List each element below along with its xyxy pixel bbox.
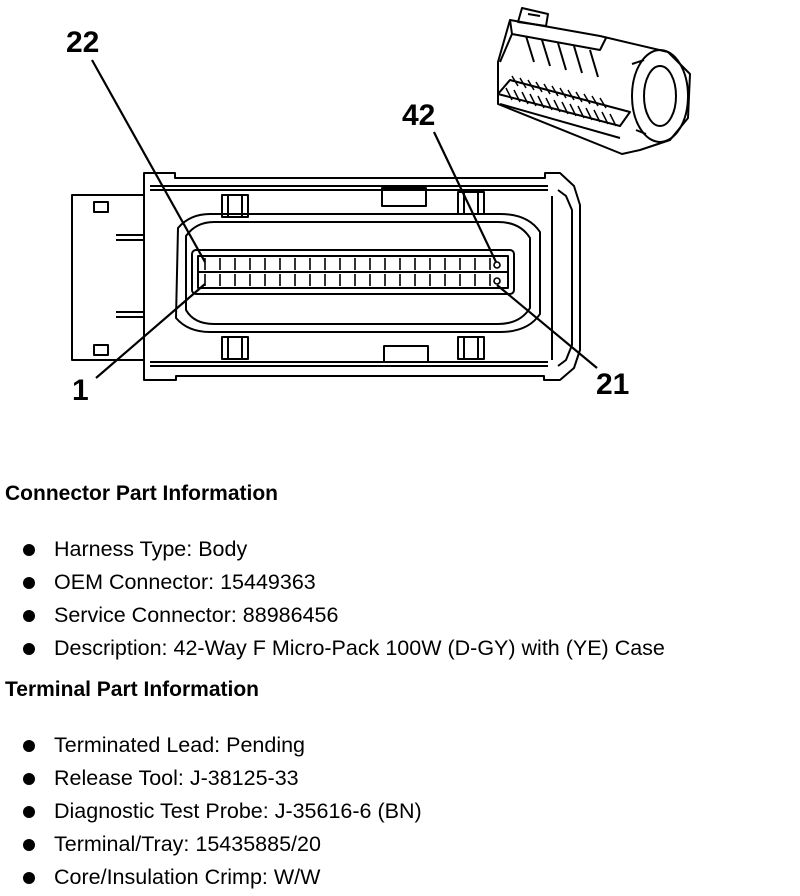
list-item: Harness Type: Body <box>0 533 665 566</box>
connector-diagram: 22 42 1 21 <box>66 7 691 407</box>
connector-info-list: Harness Type: Body OEM Connector: 154493… <box>0 533 665 665</box>
callout-pin-1: 1 <box>72 374 89 407</box>
callout-pin-42: 42 <box>402 99 435 132</box>
list-item: Terminal/Tray: 15435885/20 <box>0 828 422 861</box>
terminal-fins <box>505 75 617 127</box>
list-item: Terminated Lead: Pending <box>0 729 422 762</box>
connector-info-title: Connector Part Information <box>5 482 279 505</box>
list-item: Core/Insulation Crimp: W/W <box>0 861 422 894</box>
connector-front-view <box>71 172 581 381</box>
terminal-cavities <box>204 258 501 286</box>
callout-pin-21: 21 <box>596 368 629 401</box>
terminal-info-list: Terminated Lead: Pending Release Tool: J… <box>0 729 422 894</box>
list-item: Release Tool: J-38125-33 <box>0 762 422 795</box>
callout-leaders <box>91 59 598 379</box>
list-item: Description: 42-Way F Micro-Pack 100W (D… <box>0 632 665 665</box>
terminal-info-title: Terminal Part Information <box>5 678 259 701</box>
callout-pin-22: 22 <box>66 26 99 59</box>
list-item: Service Connector: 88986456 <box>0 599 665 632</box>
list-item: Diagnostic Test Probe: J-35616-6 (BN) <box>0 795 422 828</box>
connector-isometric-view <box>497 7 691 155</box>
list-item: OEM Connector: 15449363 <box>0 566 665 599</box>
